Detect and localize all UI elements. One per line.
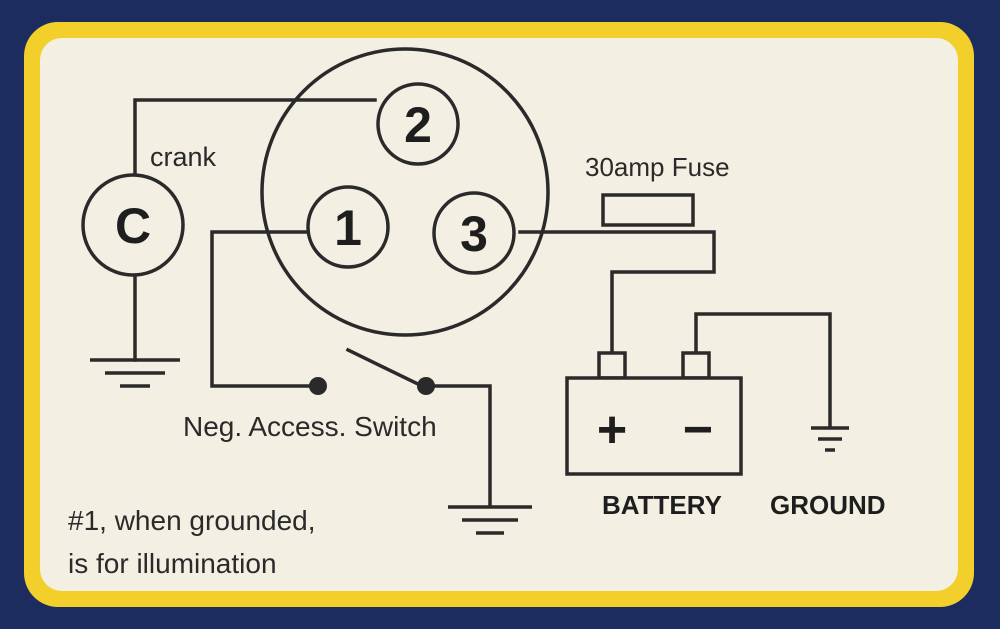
ground-wire bbox=[694, 312, 832, 428]
terminal-c-ring bbox=[81, 173, 185, 277]
terminal-1-ring bbox=[306, 185, 390, 269]
terminal-3: 3 bbox=[432, 191, 516, 275]
terminal-2-label: 2 bbox=[404, 97, 432, 153]
terminal-c-label: C bbox=[115, 198, 151, 254]
note-line-1: #1, when grounded, bbox=[68, 505, 316, 536]
ground-symbol-c bbox=[90, 358, 180, 388]
switch-ground-wire bbox=[424, 384, 492, 507]
terminal-3-label: 3 bbox=[460, 206, 488, 262]
battery: + − bbox=[565, 351, 743, 476]
fuse-wire bbox=[518, 230, 716, 355]
battery-post-negative bbox=[681, 351, 711, 380]
ground-symbol-battery bbox=[811, 426, 849, 452]
ground-label: GROUND bbox=[770, 490, 886, 520]
switch-lever bbox=[345, 347, 423, 388]
switch-label: Neg. Access. Switch bbox=[183, 411, 437, 442]
note-line-2: is for illumination bbox=[68, 548, 277, 579]
terminal-3-ring bbox=[432, 191, 516, 275]
battery-body bbox=[565, 376, 743, 476]
switch-contact-left bbox=[309, 377, 327, 395]
switch-wire bbox=[210, 230, 320, 388]
battery-minus-sign: − bbox=[683, 401, 713, 459]
fuse-label: 30amp Fuse bbox=[585, 152, 730, 182]
battery-label: BATTERY bbox=[602, 490, 722, 520]
terminal-1-label: 1 bbox=[334, 200, 362, 256]
terminal-2: 2 bbox=[376, 82, 460, 166]
switch-contact-right bbox=[417, 377, 435, 395]
battery-post-positive bbox=[597, 351, 627, 380]
terminal-2-ring bbox=[376, 82, 460, 166]
battery-plus-sign: + bbox=[597, 401, 627, 459]
ground-symbol-switch bbox=[448, 505, 532, 535]
terminal-c: C bbox=[81, 173, 185, 277]
fuse bbox=[601, 193, 695, 227]
connector-housing bbox=[260, 47, 550, 337]
crank-label: crank bbox=[150, 142, 217, 172]
terminal-1: 1 bbox=[306, 185, 390, 269]
